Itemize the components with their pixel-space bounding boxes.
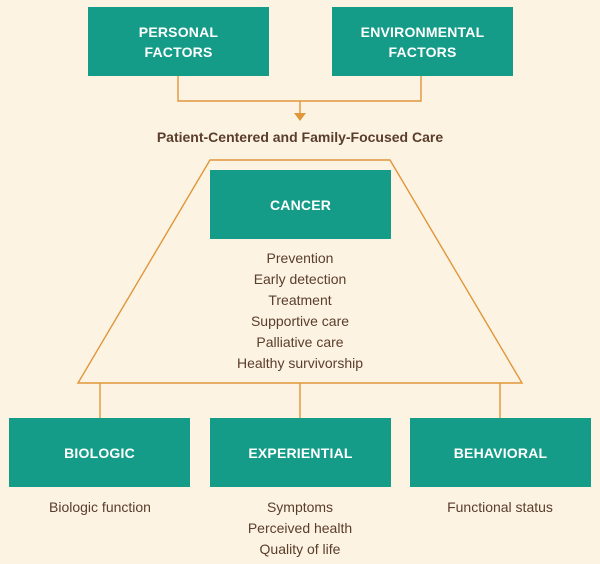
list-item: Prevention [266, 250, 334, 266]
experiential-label: EXPERIENTIAL [248, 444, 353, 461]
merge-arrowhead [294, 113, 306, 121]
list-item: Treatment [268, 292, 332, 308]
outcome-item: Perceived health [247, 520, 353, 536]
environmental-factors-box: ENVIRONMENTAL FACTORS [332, 7, 513, 76]
behavioral-box: BEHAVIORAL [410, 418, 591, 487]
care-continuum-list: Prevention Early detection Treatment Sup… [200, 248, 400, 374]
behavioral-label: BEHAVIORAL [453, 444, 548, 461]
outcome-item: Symptoms [266, 499, 334, 515]
personal-factors-box: PERSONAL FACTORS [88, 7, 269, 76]
cancer-label: CANCER [269, 196, 332, 213]
care-trapezoid [76, 159, 524, 384]
personal-factors-line-2: FACTORS [144, 43, 213, 60]
experiential-outcomes: Symptoms Perceived health Quality of lif… [200, 497, 400, 560]
care-heading: Patient-Centered and Family-Focused Care [156, 129, 444, 145]
biologic-box: BIOLOGIC [9, 418, 190, 487]
list-item: Palliative care [256, 334, 344, 350]
outcome-item: Quality of life [259, 541, 341, 557]
cancer-box: CANCER [210, 170, 391, 239]
list-item: Early detection [253, 271, 347, 287]
biologic-outcomes: Biologic function [0, 497, 200, 518]
experiential-box: EXPERIENTIAL [210, 418, 391, 487]
environmental-factors-line-2: FACTORS [388, 43, 457, 60]
list-item: Supportive care [250, 313, 350, 329]
biologic-label: BIOLOGIC [64, 444, 135, 461]
list-item: Healthy survivorship [236, 355, 364, 371]
personal-connector [177, 76, 422, 102]
environmental-factors-line-1: ENVIRONMENTAL [360, 23, 485, 40]
outcome-item: Biologic function [49, 499, 151, 515]
personal-factors-line-1: PERSONAL [138, 23, 219, 40]
behavioral-outcomes: Functional status [400, 497, 600, 518]
outcome-item: Functional status [447, 499, 553, 515]
